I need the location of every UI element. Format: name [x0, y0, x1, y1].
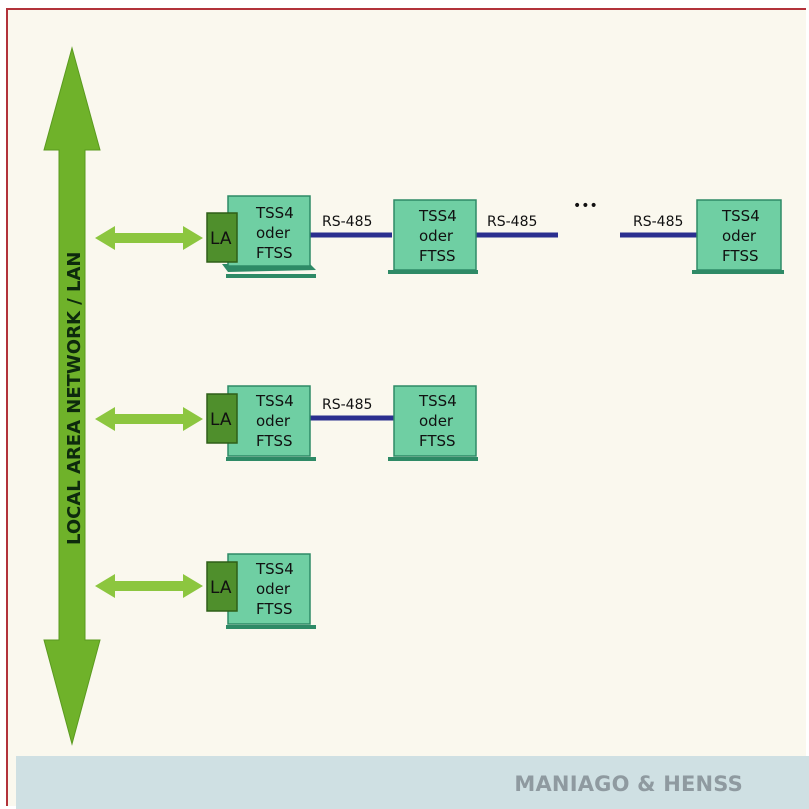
- lan-adapter: LA: [206, 212, 238, 263]
- node-label-line-2: oder: [256, 224, 291, 242]
- node-label-line-3: FTSS: [419, 432, 456, 450]
- lan-adapter: LA: [206, 561, 238, 612]
- terminal-node: TSS4 oder FTSS: [226, 553, 316, 629]
- node-label-line-2: oder: [256, 580, 291, 598]
- lan-link-arrow-3: [95, 574, 203, 598]
- node-row-2: RS-485 TSS4 oder FTSS LA TSS4 oder FTSS: [206, 385, 478, 461]
- lan-label: LOCAL AREA NETWORK / LAN: [64, 252, 85, 545]
- terminal-node: TSS4 oder FTSS: [388, 385, 478, 461]
- node-label-line-1: TSS4: [255, 392, 294, 410]
- node-label-line-2: oder: [722, 227, 757, 245]
- node-label-line-3: FTSS: [256, 600, 293, 618]
- rs485-label: RS-485: [633, 214, 683, 230]
- rs485-label: RS-485: [322, 214, 372, 230]
- lan-adapter: LA: [206, 393, 238, 444]
- node-label-line-1: TSS4: [721, 207, 760, 225]
- rs485-label: RS-485: [322, 397, 372, 413]
- adapter-label: LA: [210, 578, 232, 598]
- node-label-line-3: FTSS: [722, 247, 759, 265]
- lan-link-arrow-2: [95, 407, 203, 431]
- node-row-1: RS-485 RS-485 RS-485 ••• TSS4 oder FTSS …: [206, 195, 784, 278]
- node-row-3: TSS4 oder FTSS LA: [206, 553, 316, 629]
- node-label-line-3: FTSS: [419, 247, 456, 265]
- node-label-line-1: TSS4: [418, 207, 457, 225]
- adapter-label: LA: [210, 229, 232, 249]
- adapter-label: LA: [210, 410, 232, 430]
- node-label-line-1: TSS4: [418, 392, 457, 410]
- node-label-line-2: oder: [419, 412, 454, 430]
- node-label-line-1: TSS4: [255, 560, 294, 578]
- lan-backbone-arrow: LOCAL AREA NETWORK / LAN: [43, 46, 101, 746]
- lan-link-arrow-1: [95, 226, 203, 250]
- terminal-node: TSS4 oder FTSS: [692, 199, 784, 274]
- node-label-line-3: FTSS: [256, 244, 293, 262]
- continuation-ellipsis: •••: [573, 198, 598, 214]
- node-label-line-2: oder: [419, 227, 454, 245]
- footer-band: MANIAGO & HENSS: [16, 756, 809, 809]
- terminal-node: TSS4 oder FTSS: [222, 195, 316, 278]
- node-label-line-3: FTSS: [256, 432, 293, 450]
- terminal-node: TSS4 oder FTSS: [226, 385, 316, 461]
- rs485-label: RS-485: [487, 214, 537, 230]
- node-label-line-1: TSS4: [255, 204, 294, 222]
- footer-credit: MANIAGO & HENSS: [514, 772, 743, 796]
- terminal-node: TSS4 oder FTSS: [388, 199, 478, 274]
- node-label-line-2: oder: [256, 412, 291, 430]
